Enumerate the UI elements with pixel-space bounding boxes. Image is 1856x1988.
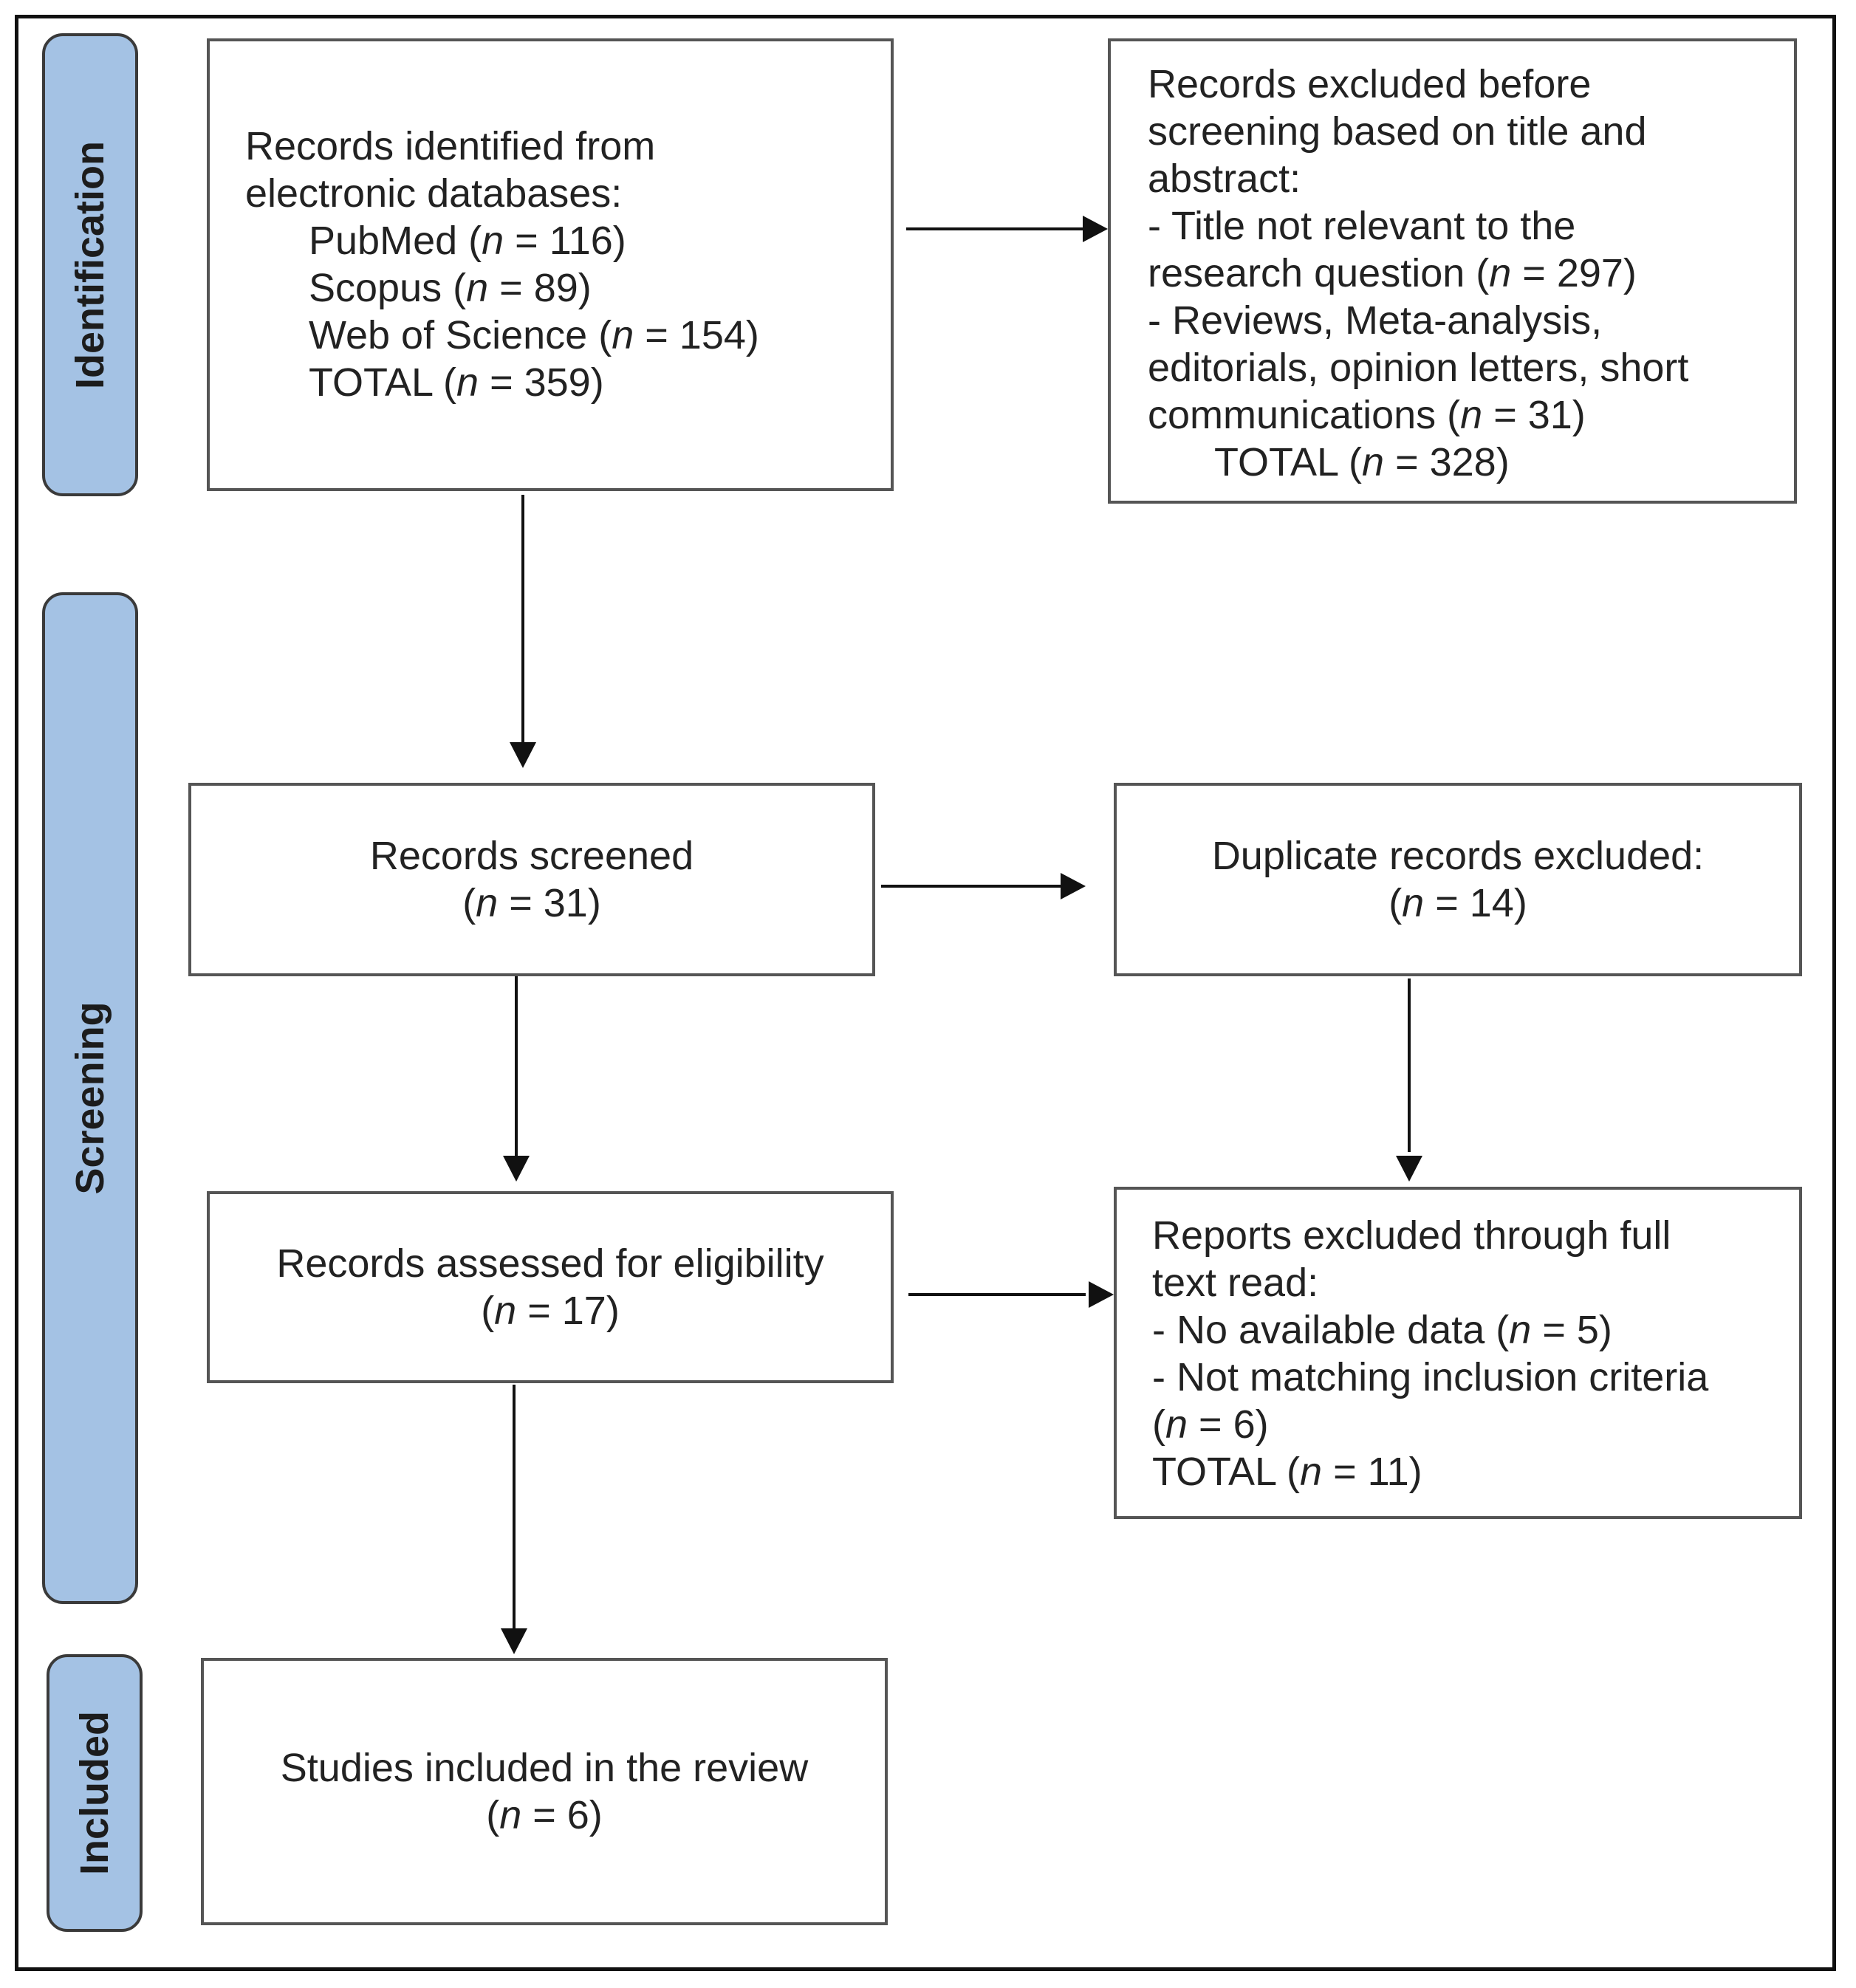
included-count: (n = 6) bbox=[486, 1793, 603, 1837]
excluded-before-line-3: abstract: bbox=[1148, 157, 1301, 201]
records-assessed-box: Records assessed for eligibility (n = 17… bbox=[207, 1191, 894, 1383]
phase-included: Included bbox=[47, 1654, 143, 1932]
not-matching-criteria-line-1: - Not matching inclusion criteria bbox=[1152, 1355, 1709, 1399]
excluded-item-2-line-3: communications (n = 31) bbox=[1148, 393, 1586, 437]
excluded-item-2-line-1: - Reviews, Meta-analysis, bbox=[1148, 298, 1603, 343]
excluded-before-total: TOTAL (n = 328) bbox=[1214, 440, 1510, 484]
arrowhead-assessed-to-included bbox=[501, 1628, 527, 1654]
diagram-frame bbox=[15, 15, 1836, 1971]
phase-identification: Identification bbox=[42, 33, 138, 496]
assessed-count: (n = 17) bbox=[481, 1289, 620, 1333]
reports-excluded-line-1: Reports excluded through full bbox=[1152, 1213, 1671, 1258]
phase-screening: Screening bbox=[42, 592, 138, 1604]
reports-excluded-line-2: text read: bbox=[1152, 1261, 1319, 1305]
arrowhead-identified-to-excluded bbox=[1083, 216, 1108, 242]
records-screened-box: Records screened (n = 31) bbox=[188, 783, 875, 976]
arrowhead-screened-to-duplicates bbox=[1061, 873, 1086, 899]
arrowhead-identified-to-screened bbox=[510, 742, 536, 768]
no-available-data: - No available data (n = 5) bbox=[1152, 1308, 1612, 1352]
scopus-count: Scopus (n = 89) bbox=[309, 266, 592, 310]
records-identified-box: Records identified from electronic datab… bbox=[207, 38, 894, 491]
screened-count: (n = 31) bbox=[462, 881, 601, 925]
excluded-before-line-1: Records excluded before bbox=[1148, 62, 1592, 106]
excluded-item-1-line-1: - Title not relevant to the bbox=[1148, 204, 1576, 248]
reports-excluded-total: TOTAL (n = 11) bbox=[1152, 1450, 1422, 1494]
identified-total: TOTAL (n = 359) bbox=[309, 360, 604, 405]
arrowhead-duplicates-to-reports bbox=[1396, 1156, 1422, 1182]
arrowhead-assessed-to-reports bbox=[1089, 1281, 1114, 1308]
pubmed-count: PubMed (n = 116) bbox=[309, 219, 626, 263]
duplicates-excluded-box: Duplicate records excluded: (n = 14) bbox=[1114, 783, 1802, 976]
screened-label: Records screened bbox=[369, 834, 694, 878]
excluded-before-screening-box: Records excluded before screening based … bbox=[1108, 38, 1797, 504]
duplicates-label: Duplicate records excluded: bbox=[1211, 834, 1705, 878]
identified-line-2: electronic databases: bbox=[245, 171, 623, 216]
excluded-before-line-2: screening based on title and bbox=[1148, 109, 1647, 154]
duplicates-count: (n = 14) bbox=[1388, 881, 1527, 925]
studies-included-box: Studies included in the review (n = 6) bbox=[201, 1658, 888, 1925]
reports-excluded-box: Reports excluded through full text read:… bbox=[1114, 1187, 1802, 1519]
assessed-label: Records assessed for eligibility bbox=[276, 1241, 824, 1286]
not-matching-criteria-line-2: (n = 6) bbox=[1152, 1402, 1269, 1447]
excluded-item-1-line-2: research question (n = 297) bbox=[1148, 251, 1637, 295]
arrowhead-screened-to-assessed bbox=[503, 1156, 530, 1182]
identified-line-1: Records identified from bbox=[245, 124, 656, 168]
wos-count: Web of Science (n = 154) bbox=[309, 313, 759, 357]
included-label: Studies included in the review bbox=[280, 1746, 809, 1790]
excluded-item-2-line-2: editorials, opinion letters, short bbox=[1148, 346, 1689, 390]
